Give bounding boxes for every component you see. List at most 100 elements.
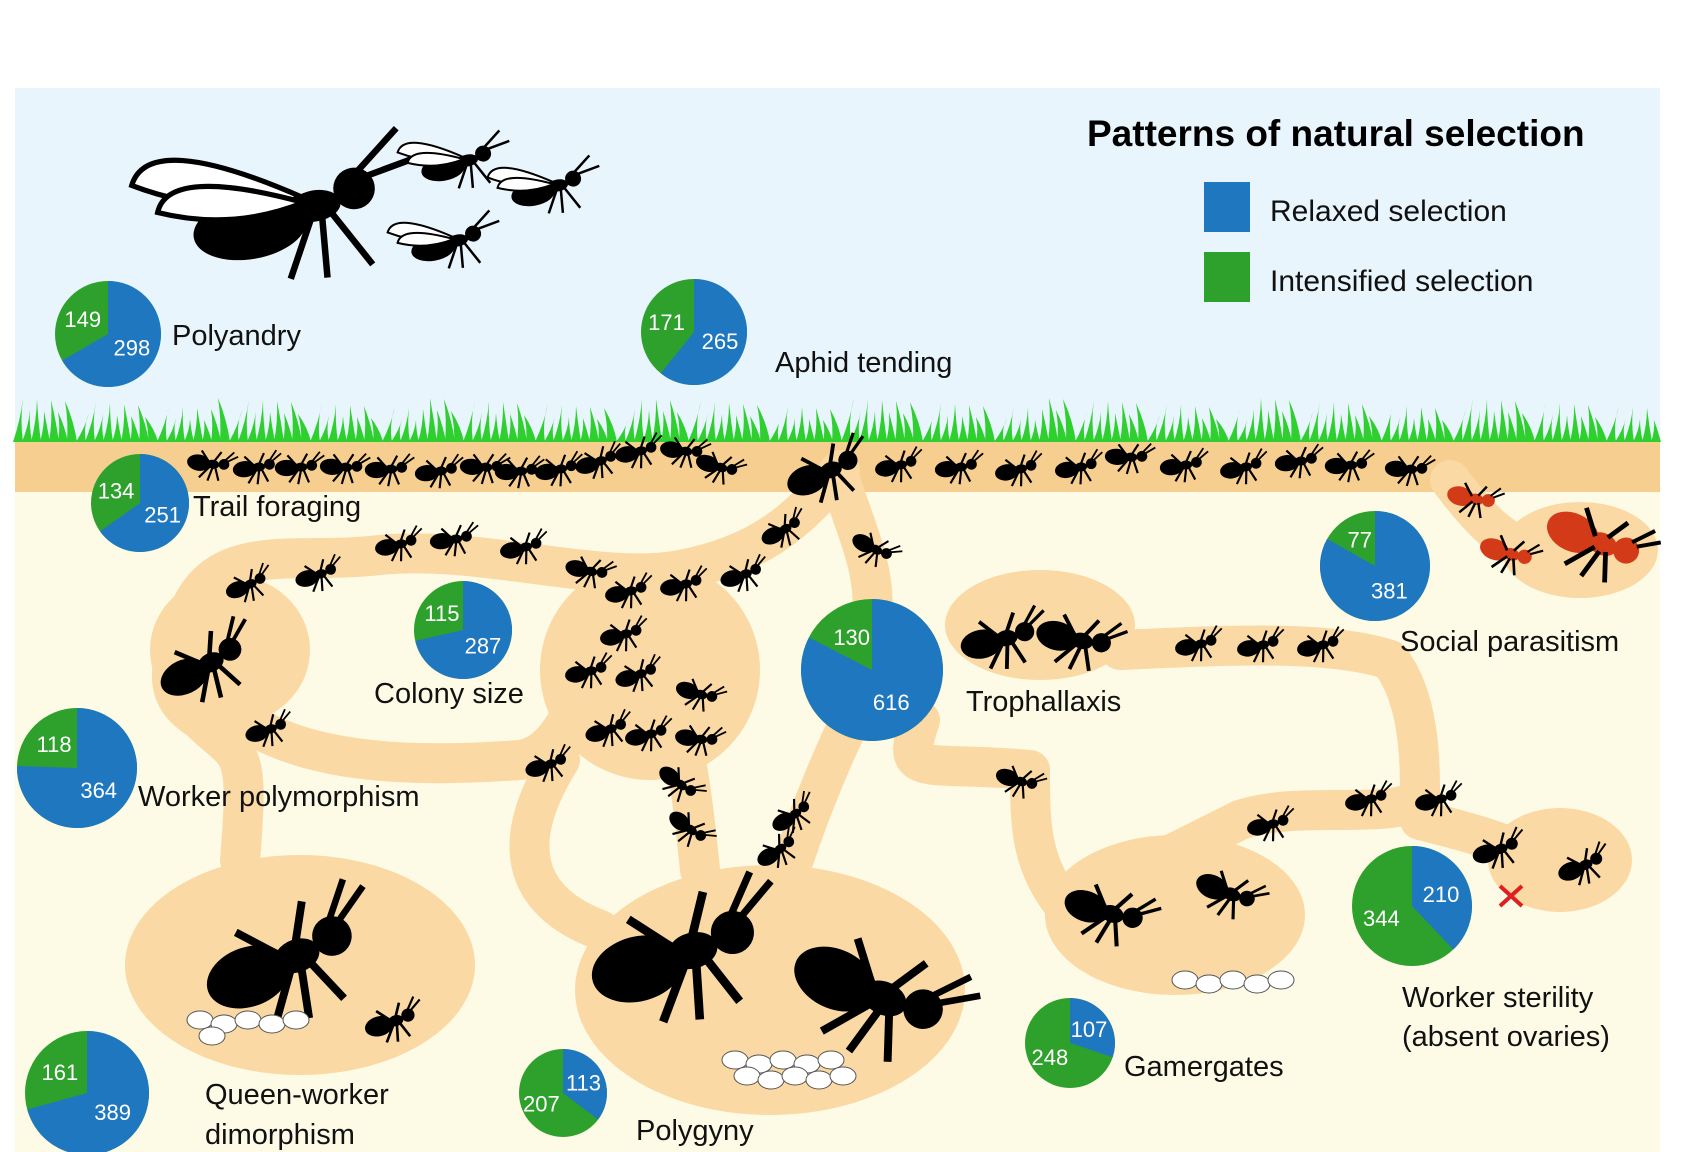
- grass-blade: [1426, 419, 1436, 442]
- grass-blade: [1048, 398, 1058, 442]
- grass-blade: [1156, 404, 1167, 442]
- grass-blade: [76, 413, 89, 442]
- grass-blade: [409, 420, 419, 442]
- grass-blade: [1453, 409, 1466, 442]
- grass-blade: [994, 418, 1007, 442]
- grass-blade: [184, 419, 194, 442]
- pie-value-relaxed: 381: [1371, 578, 1408, 603]
- grass-blade: [562, 417, 572, 442]
- pie-slice-relaxed: [16, 708, 137, 829]
- grass-blade: [1273, 399, 1283, 442]
- tunnel: [151, 450, 860, 880]
- grass-blade: [1570, 404, 1580, 442]
- grass-blade: [65, 401, 77, 442]
- grass-blade: [1471, 410, 1481, 442]
- grass-blade: [13, 398, 23, 442]
- legend-label-relaxed: Relaxed selection: [1270, 195, 1507, 228]
- grass-blade: [265, 412, 275, 442]
- grass-blade: [1147, 415, 1160, 442]
- egg-icon: [757, 1070, 785, 1090]
- pie-charts: 2981492651712511342871156161303817736411…: [16, 279, 1473, 1152]
- grass-blade: [1561, 415, 1571, 442]
- grass-blade: [157, 406, 169, 442]
- grass-blade: [229, 410, 242, 442]
- grass-blade: [903, 413, 914, 442]
- pie-value-intensified: 171: [648, 310, 685, 335]
- grass-blade: [1030, 420, 1040, 442]
- pie-value-intensified: 134: [98, 478, 135, 503]
- egg-icon: [198, 1026, 226, 1046]
- grass-blade: [1255, 398, 1265, 442]
- grass-blade: [346, 405, 356, 442]
- egg-icon: [781, 1066, 809, 1086]
- grass-blade: [1192, 406, 1202, 442]
- grass-blade: [1534, 402, 1546, 442]
- pie-slice-relaxed: [660, 279, 747, 385]
- grass-blade: [1093, 412, 1103, 442]
- grass-blade: [1442, 420, 1454, 442]
- egg-icon: [1171, 970, 1199, 990]
- pie-slice-relaxed: [62, 281, 161, 387]
- grass-blade: [805, 419, 815, 442]
- pie-slice-relaxed: [100, 454, 190, 552]
- egg-icon: [817, 1050, 845, 1070]
- grass-blade: [298, 414, 311, 442]
- label-polyandry: Polyandry: [172, 320, 301, 352]
- grass-blade: [787, 418, 797, 442]
- grass-blade: [211, 409, 221, 442]
- grass-blade: [553, 405, 563, 442]
- grass-blade: [444, 399, 455, 442]
- pie-value-intensified: 118: [37, 732, 72, 757]
- grass-blade: [202, 420, 212, 442]
- grass-blade: [1120, 402, 1130, 442]
- grass-blade: [238, 399, 249, 442]
- grass-blade: [715, 414, 725, 442]
- grass-blade: [472, 412, 482, 442]
- legend-swatch-relaxed: [1204, 182, 1250, 232]
- grass-blade: [85, 402, 96, 442]
- grass-blade: [688, 401, 701, 442]
- grass-blade: [451, 411, 464, 442]
- grass-blade: [976, 417, 986, 442]
- legend: Patterns of natural selection Relaxed se…: [1087, 113, 1585, 302]
- grass-blade: [328, 404, 338, 442]
- no-ovaries-cross-icon: [1498, 884, 1524, 908]
- grass-blade: [1228, 408, 1240, 442]
- trait-labels: Polyandry Aphid tending Trail foraging C…: [138, 320, 1619, 1151]
- grass-blade: [1102, 401, 1112, 442]
- grass-blade: [571, 406, 581, 442]
- grass-blade: [463, 400, 475, 442]
- pie-value-relaxed: 210: [1423, 882, 1460, 907]
- label-trophallaxis: Trophallaxis: [966, 686, 1121, 718]
- grass-blade: [670, 400, 680, 442]
- grass-blade: [823, 420, 833, 442]
- grass-blade: [1588, 405, 1598, 442]
- grass-blade: [138, 405, 149, 442]
- grass-blade: [418, 409, 428, 442]
- grass-blade: [706, 402, 716, 442]
- pie-slice-relaxed: [1412, 846, 1473, 950]
- grass-blade: [1111, 413, 1121, 442]
- grass-blade: [1381, 405, 1393, 442]
- grass-blade: [283, 413, 293, 442]
- pie-value-relaxed: 298: [114, 335, 151, 360]
- pie-value-intensified: 248: [1032, 1045, 1069, 1070]
- grass-blade: [1084, 400, 1094, 442]
- grass-blade: [1507, 412, 1517, 442]
- grass-blade: [597, 419, 608, 442]
- grass-blade: [910, 402, 923, 442]
- egg-icon: [186, 1010, 214, 1030]
- grass-blade: [652, 399, 662, 442]
- label-dimorphism: dimorphism: [205, 1119, 355, 1151]
- grass-blade: [218, 398, 230, 442]
- pie-slice-relaxed: [1319, 511, 1430, 622]
- pie-value-intensified: 130: [833, 625, 870, 650]
- label-colony-size: Colony size: [374, 678, 524, 710]
- grass-blade: [1489, 411, 1499, 442]
- grass-blade: [1183, 417, 1193, 442]
- grass-blade: [1390, 417, 1400, 442]
